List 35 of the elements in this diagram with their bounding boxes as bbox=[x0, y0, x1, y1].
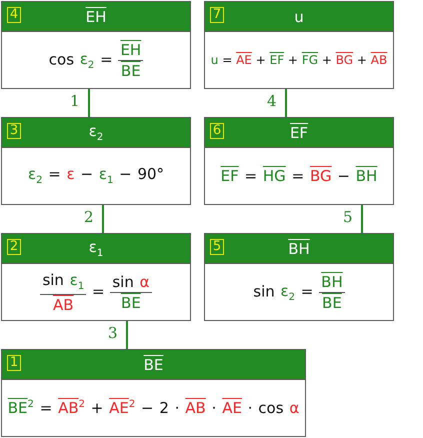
formula-card bbox=[1, 349, 306, 437]
connector-line bbox=[102, 205, 104, 233]
formula: sin ε$_{1}$ AB = sin α BE bbox=[40, 270, 152, 314]
card-title: u bbox=[294, 8, 304, 26]
card-title: BE bbox=[144, 356, 164, 374]
card-title: ε$_{1}$ bbox=[88, 238, 104, 259]
step-number: 1 bbox=[7, 355, 21, 371]
connector-line bbox=[285, 89, 287, 117]
step-number: 7 bbox=[210, 7, 224, 23]
edge-label: 4 bbox=[266, 93, 278, 109]
connector-line bbox=[88, 89, 90, 117]
formula: u = AE + EF + FG + BG + AB bbox=[210, 52, 388, 68]
edge-label: 2 bbox=[83, 209, 95, 225]
edge-label: 3 bbox=[107, 325, 119, 341]
connector-line bbox=[126, 321, 128, 349]
step-number: 6 bbox=[210, 123, 224, 139]
formula-card bbox=[1, 117, 191, 205]
step-number: 5 bbox=[210, 239, 224, 255]
card-title: ε$_{2}$ bbox=[88, 122, 104, 143]
edge-label: 5 bbox=[342, 209, 354, 225]
formula: BE$^{2}$ = AB$^{2}$ + AE$^{2}$ − 2 · AB · AE · cos α bbox=[8, 399, 300, 417]
connector-line bbox=[361, 205, 363, 233]
card-title: EF bbox=[290, 124, 308, 142]
card-title: EH bbox=[86, 8, 106, 26]
formula-card bbox=[204, 233, 394, 321]
step-number: 4 bbox=[7, 7, 21, 23]
formula-card bbox=[1, 233, 191, 321]
formula: EF = HG = BG − BH bbox=[220, 167, 378, 185]
formula-card bbox=[1, 1, 191, 89]
formula-card bbox=[204, 117, 394, 205]
formula-card bbox=[204, 1, 394, 89]
step-number: 3 bbox=[7, 123, 21, 139]
formula: ε$_{2}$ = ε − ε$_{1}$ − 90° bbox=[28, 165, 164, 187]
step-number: 2 bbox=[7, 239, 21, 255]
card-title: BH bbox=[288, 240, 310, 258]
